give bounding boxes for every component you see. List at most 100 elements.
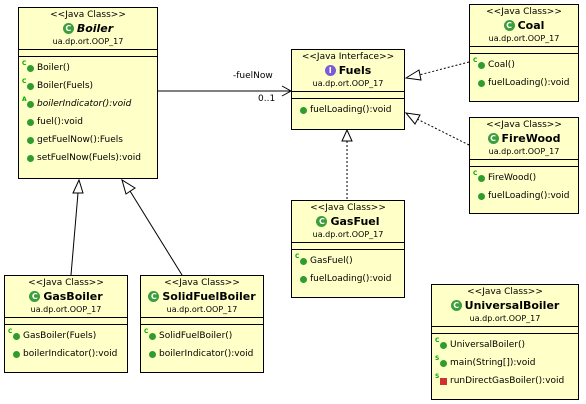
constructor-icon [295,253,307,265]
public-method-icon [27,154,34,162]
method-row[interactable]: GasFuel() [295,252,404,270]
stereotype-label: <<Java Interface>> [301,52,395,62]
public-method-icon [149,350,156,358]
method-label: fuelLoading():void [488,191,570,201]
attributes-compartment [432,326,578,333]
method-label: setFuelNow(Fuels):void [37,153,141,163]
class-name-gasfuel: GasFuel [330,215,380,228]
constructor-icon [22,60,34,72]
public-method-icon [478,79,485,87]
method-row[interactable]: boilerIndicator():void [145,345,263,363]
package-label: ua.dp.ort.OOP_17 [52,37,124,46]
stereotype-label: <<Java Class>> [467,287,543,297]
class-c-icon: C [148,291,160,302]
attributes-compartment [470,159,578,166]
constructor-icon [473,170,485,182]
method-label: main(String[]):void [450,358,536,368]
realization-line-firewood [416,118,470,146]
class-name-solidfuelboiler: SolidFuelBoiler [162,290,256,303]
method-row[interactable]: Boiler(Fuels) [22,77,157,95]
method-label: getFuelNow():Fuels [37,135,123,145]
class-name-coal: Coal [517,19,545,32]
method-row[interactable]: fuelLoading():void [296,270,404,288]
public-method-icon [300,275,307,283]
method-label: fuelLoading():void [310,274,392,284]
private-static-method-icon [435,373,447,385]
method-row[interactable]: fuelLoading():void [296,101,404,119]
class-c-icon: C [450,300,462,311]
realization-arrowhead-coal [404,69,422,81]
public-method-icon [300,106,307,114]
stereotype-label: <<Java Class>> [50,10,126,20]
method-label: boilerIndicator():void [159,349,254,359]
method-label: fuelLoading():void [488,78,570,88]
public-method-icon [27,118,34,126]
method-label: UniversalBoiler() [450,340,526,350]
constructor-icon [435,337,447,349]
stereotype-label: <<Java Class>> [486,120,562,130]
method-label: Boiler(Fuels) [37,81,94,91]
methods-compartment: SolidFuelBoiler() boilerIndicator():void [141,324,263,365]
method-row[interactable]: Boiler() [22,59,157,77]
class-name-firewood: FireWood [501,132,561,145]
method-row[interactable]: fuelLoading():void [474,187,578,205]
method-row[interactable]: UniversalBoiler() [435,336,578,354]
generalization-arrowhead-gasboiler [72,178,84,194]
methods-compartment: fuelLoading():void [292,98,404,121]
public-method-icon [478,192,485,200]
method-row[interactable]: main(String[]):void [435,354,578,372]
method-label: fuelLoading():void [310,105,392,115]
methods-compartment: Boiler() Boiler(Fuels) boilerIndicator()… [19,56,157,169]
abstract-method-icon [22,96,34,108]
method-row[interactable]: fuel():void [23,113,157,131]
public-method-icon [27,136,34,144]
stereotype-label: <<Java Class>> [310,203,386,213]
methods-compartment: FireWood() fuelLoading():void [470,166,578,207]
realization-arrowhead-gasfuel [341,128,353,142]
package-label: ua.dp.ort.OOP_17 [312,230,384,239]
realization-arrowhead-firewood [404,112,421,125]
method-row[interactable]: fuelLoading():void [474,74,578,92]
realization-line-coal [418,61,470,76]
package-label: ua.dp.ort.OOP_17 [488,34,560,43]
association-multiplicity-label: 0..1 [258,94,276,104]
method-row[interactable]: setFuelNow(Fuels):void [23,149,157,167]
attributes-compartment [470,46,578,53]
generalization-line-gasboiler [70,192,79,276]
method-label: Coal() [488,60,515,70]
methods-compartment: GasFuel() fuelLoading():void [292,249,404,290]
constructor-icon [22,78,34,90]
method-label: FireWood() [488,173,537,183]
method-row[interactable]: Coal() [473,56,578,74]
constructor-icon [8,328,20,340]
stereotype-label: <<Java Class>> [164,278,240,288]
package-label: ua.dp.ort.OOP_17 [30,305,102,314]
interface-name-fuels: Fuels [338,64,372,77]
package-label: ua.dp.ort.OOP_17 [469,314,541,323]
method-row[interactable]: boilerIndicator():void [22,95,157,113]
generalization-line-solidfuelboiler [129,190,183,276]
class-c-icon: C [487,133,499,144]
class-c-icon: C [316,216,328,227]
method-row[interactable]: SolidFuelBoiler() [144,327,263,345]
method-label: boilerIndicator():void [37,99,132,109]
method-label: GasFuel() [310,256,353,266]
static-method-icon [435,355,447,367]
method-row[interactable]: GasBoiler(Fuels) [8,327,127,345]
method-row[interactable]: runDirectGasBoiler():void [435,372,578,390]
class-c-icon: C [62,23,74,34]
method-row[interactable]: FireWood() [473,169,578,187]
method-row[interactable]: getFuelNow():Fuels [23,131,157,149]
generalization-arrowhead-solidfuelboiler [121,178,136,195]
public-method-icon [13,350,20,358]
method-row[interactable]: boilerIndicator():void [9,345,127,363]
